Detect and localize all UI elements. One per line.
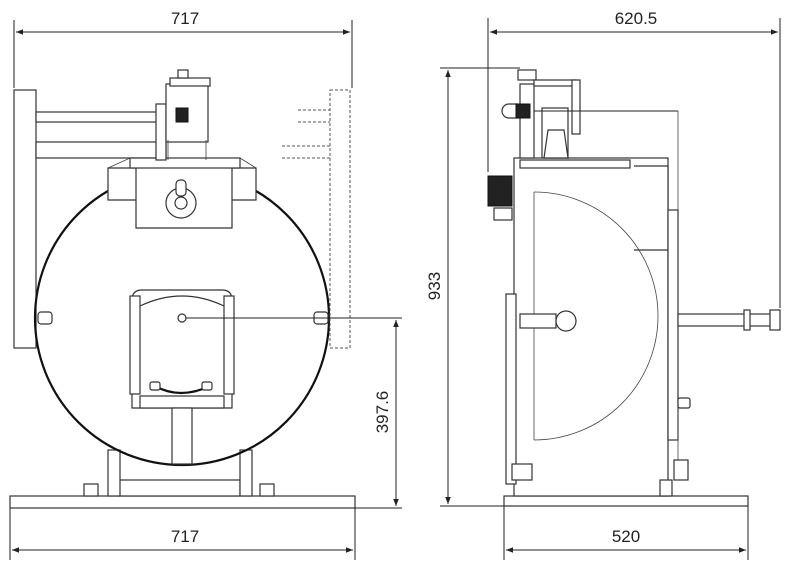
front-view (9, 69, 356, 509)
dim-center-height: 397.6 (373, 391, 392, 434)
bolt-right (259, 483, 275, 497)
wall-plate (13, 89, 37, 349)
dim-front-width-bottom: 717 (171, 527, 199, 546)
side-knob (555, 310, 577, 332)
dim-front-width-top: 717 (171, 9, 199, 28)
dim-side-depth-bottom: 520 (612, 527, 640, 546)
bolt-left (83, 483, 99, 497)
dim-total-height: 933 (425, 272, 444, 300)
alt-position (329, 89, 351, 349)
dim-side-depth-top: 620.5 (615, 9, 658, 28)
side-shaft (677, 313, 779, 327)
front-pedestal (117, 479, 241, 497)
side-view (487, 69, 781, 507)
front-base-plate (9, 495, 356, 509)
side-base-plate (503, 495, 749, 507)
dimension-lines (9, 18, 781, 560)
